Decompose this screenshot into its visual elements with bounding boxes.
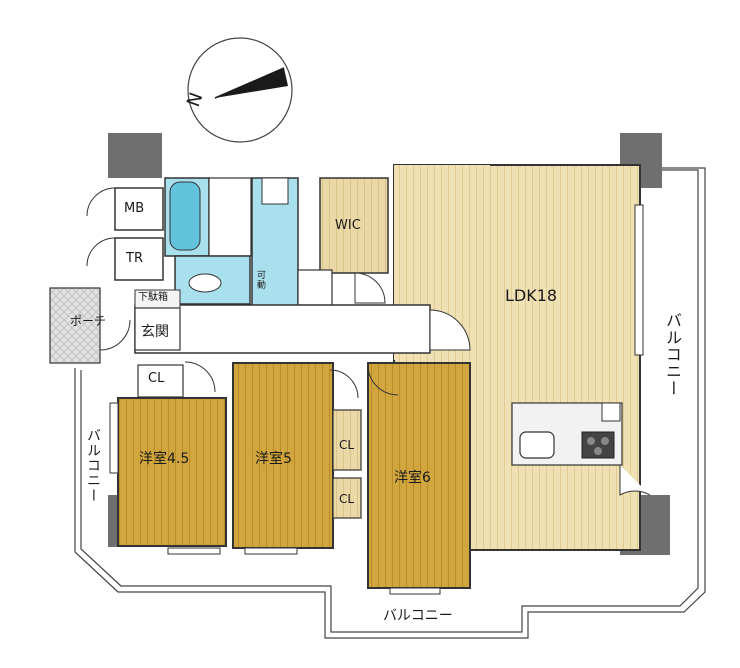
room-45-floor bbox=[117, 397, 227, 547]
movable-label: 可動 bbox=[255, 270, 265, 290]
room-6-label: 洋室6 bbox=[394, 470, 431, 486]
ldk-label: LDK18 bbox=[505, 286, 558, 305]
cl-1 bbox=[137, 364, 184, 398]
ldk-window bbox=[634, 204, 644, 356]
shoe-box-label: 下駄箱 bbox=[138, 292, 168, 303]
room-6-floor bbox=[367, 362, 471, 589]
entrance bbox=[134, 307, 181, 351]
cl-1-label: CL bbox=[148, 371, 165, 386]
bathtub bbox=[169, 181, 201, 251]
balcony-west-label: バルコニー bbox=[85, 428, 101, 503]
washroom bbox=[208, 177, 252, 257]
tr-closet bbox=[114, 237, 164, 281]
porch-label: ポーチ bbox=[70, 314, 107, 328]
washer-space bbox=[297, 269, 333, 311]
mb-label: MB bbox=[124, 201, 145, 216]
room-5-floor bbox=[232, 362, 334, 549]
sink-icon bbox=[519, 431, 555, 459]
wic-label: WIC bbox=[335, 218, 361, 233]
compass bbox=[187, 37, 293, 143]
tr-label: TR bbox=[126, 251, 143, 266]
room-5-label: 洋室5 bbox=[255, 451, 292, 467]
entrance-label: 玄関 bbox=[141, 324, 169, 340]
balcony-outline bbox=[74, 167, 706, 639]
cl-3-label: CL bbox=[339, 492, 355, 506]
room-45-label: 洋室4.5 bbox=[139, 451, 190, 467]
balcony-south-label: バルコニー bbox=[383, 608, 453, 624]
room-45-window bbox=[109, 402, 119, 474]
cl-2-label: CL bbox=[339, 438, 355, 452]
basin-icon bbox=[261, 177, 289, 205]
balcony-east-label: バルコニー bbox=[663, 312, 682, 397]
cl-3 bbox=[332, 477, 362, 519]
wic-floor bbox=[319, 177, 389, 274]
cl-2 bbox=[332, 409, 362, 471]
toilet-icon bbox=[188, 273, 222, 293]
mb-closet bbox=[114, 187, 164, 231]
